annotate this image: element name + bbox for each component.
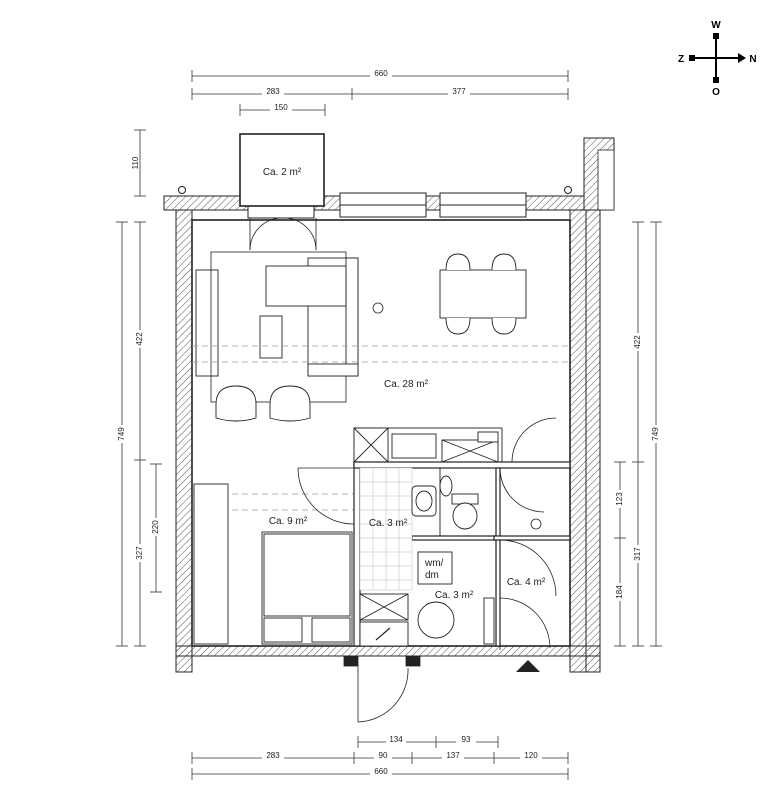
dim-balcony-depth: 110 [131,156,140,169]
storage-doors[interactable] [499,467,557,650]
bathroom-fixtures [411,467,497,537]
balcony-door[interactable] [249,217,317,251]
dining-set [439,253,527,335]
dim-bottom-d: 137 [446,751,460,760]
meter-cupboard [359,593,409,647]
dim-bottom-left: 283 [266,751,280,760]
bedroom-door[interactable] [297,467,355,525]
entrance-door[interactable] [343,655,421,723]
dim-right-mid: 123 [615,492,624,506]
compass-oost: O [712,87,720,98]
sofa-corner [265,257,359,377]
dim-bottom-c: 90 [379,751,388,760]
windows [247,192,527,219]
dim-top-right: 377 [452,87,466,96]
dim-bottom-total: 660 [374,767,388,776]
appliance-label-line2: dm [425,570,439,581]
utility-room [417,551,495,645]
beam-lines [192,345,570,511]
compass-west: W [711,20,721,31]
dim-top-total: 660 [374,69,388,78]
bed [261,531,353,645]
dim-bottom-a: 134 [389,735,403,744]
kitchen-counter [353,427,503,463]
dim-right-upper: 422 [633,335,642,349]
compass: W Z N O [678,20,757,98]
dim-balcony-width: 150 [274,103,288,112]
dim-left-upper: 422 [135,332,144,346]
dim-right-bottom: 184 [615,585,624,599]
appliance-label-line1: wm/ [424,558,444,569]
room-label-storage: Ca. 4 m² [507,577,546,588]
dim-left-lower: 327 [135,546,144,560]
dim-bottom-b: 93 [462,735,471,744]
wardrobe [193,483,229,645]
dim-bottom-e: 120 [524,751,538,760]
room-label-bedroom: Ca. 9 m² [269,516,308,527]
ceiling-light-icon [372,302,384,314]
compass-zuid: Z [678,54,684,65]
coffee-table [259,315,283,359]
room-label-bathroom: Ca. 3 m² [369,518,408,529]
dim-left-total: 749 [117,427,126,441]
dim-right-total: 749 [651,427,660,441]
armchairs [215,385,311,422]
room-label-living: Ca. 28 m² [384,379,429,390]
dim-right-lower: 317 [633,547,642,561]
dim-balcony-depth-line [134,129,146,197]
tiled-area [359,467,413,591]
dim-top-left: 283 [266,87,280,96]
ceiling-light-icon [530,518,542,530]
sofa-left [195,269,219,377]
inner-walls [353,461,571,647]
compass-north: N [749,54,756,65]
balcony [239,133,325,207]
room-label-balcony: Ca. 2 m² [263,167,302,178]
dim-left-inner: 220 [151,520,160,534]
room-label-utility: Ca. 3 m² [435,590,474,601]
north-arrow-icon [738,53,746,63]
entrance-arrow-icon [516,660,540,672]
